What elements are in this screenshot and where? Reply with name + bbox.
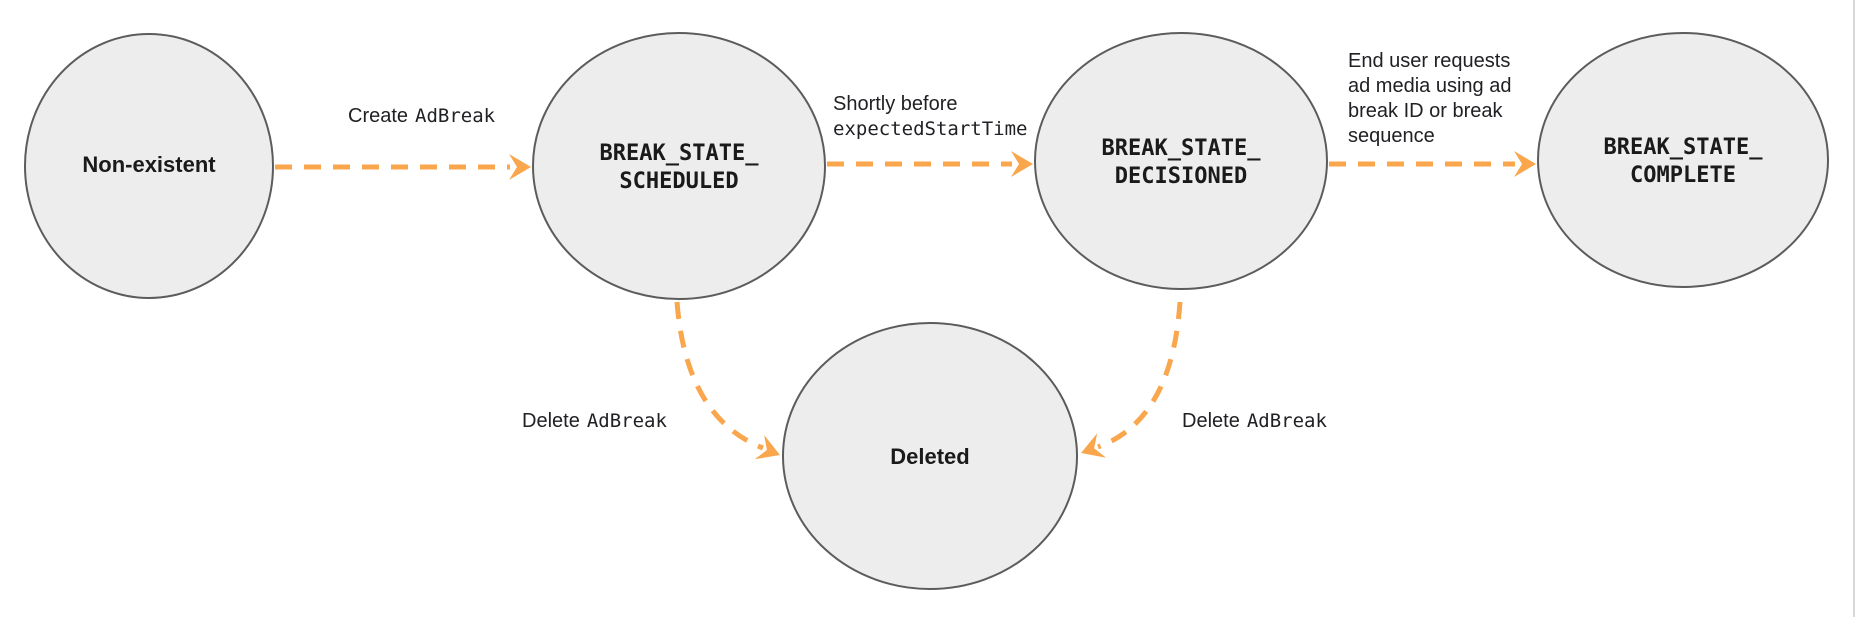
state-node-non-existent: Non-existent: [24, 33, 274, 299]
edge-label-delete-adbreak-left: Delete AdBreak: [522, 410, 667, 432]
edge-label-create-plain: Create: [348, 105, 408, 127]
node-label-complete-line2: COMPLETE: [1630, 163, 1736, 188]
arrowhead-icon: [754, 434, 780, 460]
edge-label-create-adbreak: Create AdBreak: [348, 105, 496, 127]
edge-create-adbreak: Create AdBreak: [275, 105, 531, 180]
node-label-deleted: Deleted: [890, 444, 969, 469]
edge-delete-left-dashed-curve: [674, 301, 764, 451]
edge-delete-adbreak-left: Delete AdBreak: [522, 301, 780, 460]
edge-delete-adbreak-right: Delete AdBreak: [1081, 301, 1327, 458]
edge-label-enduser-line4: sequence: [1348, 125, 1435, 147]
state-node-break-state-complete: BREAK_STATE_ COMPLETE: [1537, 32, 1829, 288]
state-node-deleted: Deleted: [782, 322, 1078, 590]
node-label-complete-line1: BREAK_STATE_: [1604, 135, 1764, 160]
edge-end-user-requests: End user requests ad media using ad break …: [1329, 50, 1536, 177]
edge-label-delete-right-plain: Delete: [1182, 410, 1240, 432]
node-label-decisioned-line2: DECISIONED: [1115, 164, 1247, 189]
node-ellipse-non-existent: [24, 33, 274, 299]
edge-label-delete-right-code: AdBreak: [1247, 410, 1328, 432]
state-node-break-state-decisioned: BREAK_STATE_ DECISIONED: [1034, 32, 1328, 290]
arrowhead-icon: [1081, 433, 1107, 458]
node-label-complete: BREAK_STATE_ COMPLETE: [1604, 135, 1764, 188]
arrowhead-icon: [1011, 151, 1033, 177]
arrowhead-icon: [509, 154, 531, 180]
edge-delete-right-dashed-curve: [1097, 301, 1183, 450]
node-ellipse-scheduled: [532, 32, 826, 300]
arrowhead-icon: [1514, 151, 1536, 177]
edge-label-enduser-line1: End user requests: [1348, 50, 1510, 72]
node-ellipse-decisioned: [1034, 32, 1328, 290]
node-label-non-existent: Non-existent: [82, 152, 216, 177]
edge-label-enduser-line2: ad media using ad: [1348, 75, 1511, 97]
edge-label-create-code: AdBreak: [415, 105, 496, 127]
edge-label-enduser-line3: break ID or break: [1348, 100, 1504, 122]
edge-label-delete-adbreak-right: Delete AdBreak: [1182, 410, 1327, 432]
edge-label-delete-left-code: AdBreak: [587, 410, 668, 432]
edge-label-end-user: End user requests ad media using ad break …: [1348, 50, 1511, 147]
node-label-decisioned: BREAK_STATE_ DECISIONED: [1102, 136, 1262, 189]
node-label-scheduled: BREAK_STATE_ SCHEDULED: [600, 141, 760, 194]
node-label-scheduled-line1: BREAK_STATE_: [600, 141, 760, 166]
node-ellipse-deleted: [782, 322, 1078, 590]
state-node-break-state-scheduled: BREAK_STATE_ SCHEDULED: [532, 32, 826, 300]
node-ellipse-complete: [1537, 32, 1829, 288]
edge-label-delete-left-plain: Delete: [522, 410, 580, 432]
edge-shortly-before: Shortly before expectedStartTime: [827, 93, 1033, 177]
edge-label-shortly-line1: Shortly before: [833, 93, 958, 115]
edge-label-shortly-line2: expectedStartTime: [833, 118, 1027, 140]
node-label-decisioned-line1: BREAK_STATE_: [1102, 136, 1262, 161]
node-label-scheduled-line2: SCHEDULED: [619, 169, 738, 194]
edge-label-shortly-before: Shortly before expectedStartTime: [833, 93, 1027, 140]
